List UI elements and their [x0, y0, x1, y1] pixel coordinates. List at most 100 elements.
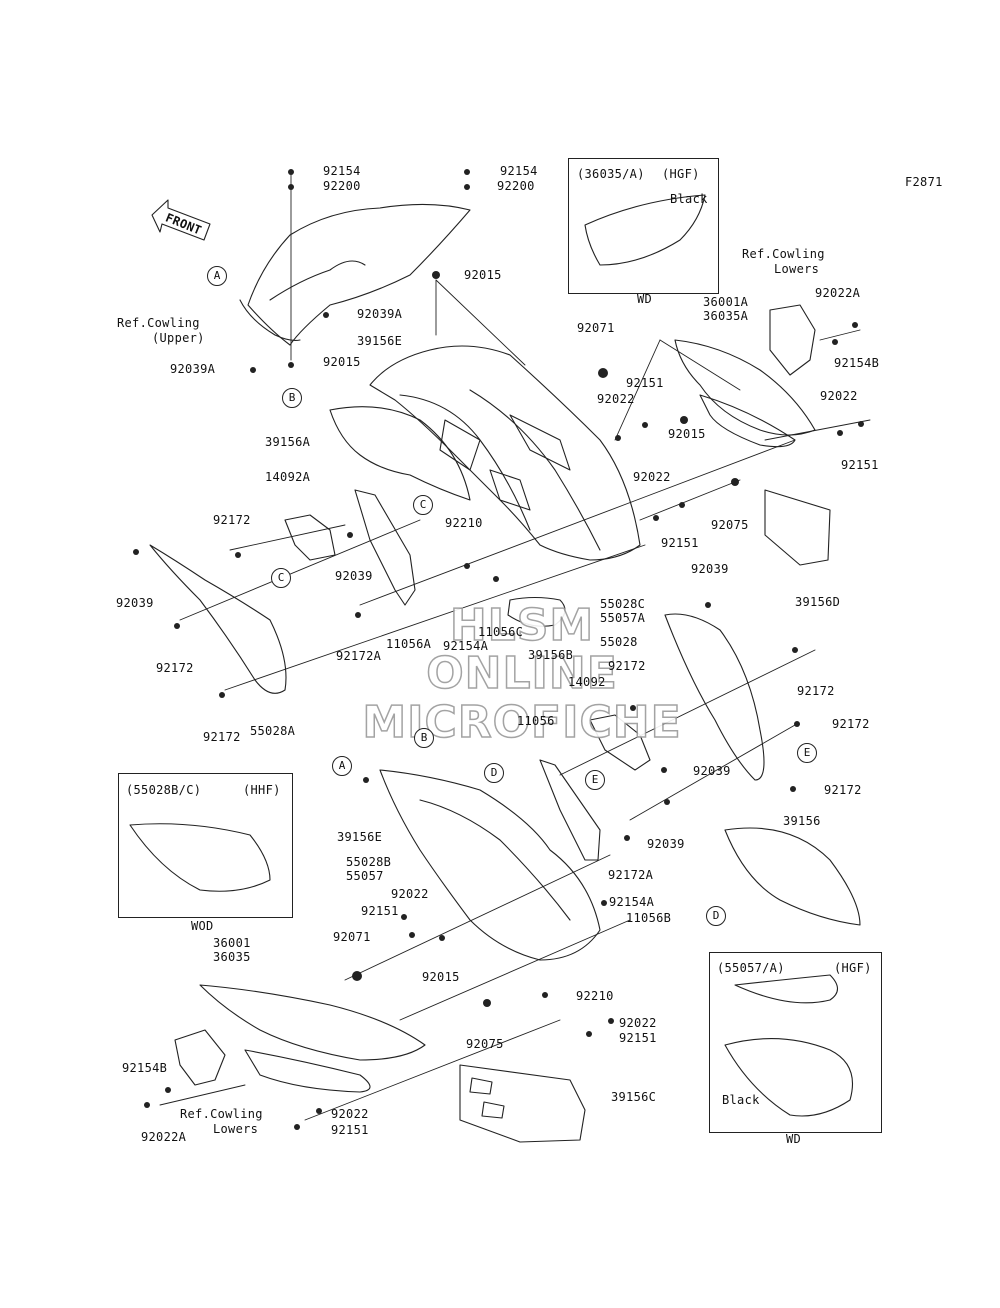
- part-label: 92071: [333, 930, 371, 944]
- ref-cowling-upper-line1: Ref.Cowling: [117, 316, 200, 330]
- part-label: 92022: [820, 389, 858, 403]
- side-piece: [354, 489, 416, 606]
- part-label: 39156E: [337, 830, 383, 844]
- panel-39156d: [764, 489, 831, 566]
- part-label: 92022: [331, 1107, 369, 1121]
- part-label: 92151: [661, 536, 699, 550]
- part-label: 11056: [517, 714, 555, 728]
- part-label: 11056C: [478, 625, 524, 639]
- part-label: 92039: [693, 764, 731, 778]
- inset-footer: WD: [637, 292, 653, 306]
- part-label: 92172: [832, 717, 870, 731]
- side-fairing-36001: [199, 984, 426, 1061]
- panel-39156c: [459, 1064, 586, 1143]
- part-label: 92154B: [834, 356, 880, 370]
- side-fairing-36001a: [674, 339, 816, 436]
- part-label: 92039: [335, 569, 373, 583]
- part-label: 92154A: [609, 895, 655, 909]
- part-label: 39156D: [795, 595, 841, 609]
- side-cowl-55028a: [149, 544, 287, 694]
- bracket-14092a: [284, 514, 336, 561]
- part-label: 92172: [797, 684, 835, 698]
- part-label: 39156E: [357, 334, 403, 348]
- part-label: 92200: [497, 179, 535, 193]
- inset-code: (36035/A): [577, 167, 645, 181]
- part-label: 92154: [323, 164, 361, 178]
- watermark-line-1: HLSM: [449, 599, 595, 652]
- part-label: 55028C: [600, 597, 646, 611]
- lower-cowl-55028b: [379, 769, 601, 961]
- part-label: 92172: [213, 513, 251, 527]
- part-label: 92172A: [608, 868, 654, 882]
- part-label: 39156A: [265, 435, 311, 449]
- part-label: 92039: [116, 596, 154, 610]
- inset-footer: WD: [786, 1132, 802, 1146]
- part-label: 92154A: [443, 639, 489, 653]
- inset-variant: (HGF): [834, 961, 872, 975]
- part-label: 55028A: [250, 724, 296, 738]
- part-label: 92151: [626, 376, 664, 390]
- callout-a: A: [207, 266, 227, 286]
- part-label: 92172: [608, 659, 646, 673]
- part-label: 39156: [783, 814, 821, 828]
- inset-footer: WOD: [191, 919, 214, 933]
- part-label: 92039A: [170, 362, 216, 376]
- part-label: 92200: [323, 179, 361, 193]
- part-label: 36001: [213, 936, 251, 950]
- inset-hhf: [118, 773, 293, 918]
- watermark-line-2: ONLINE: [425, 647, 618, 700]
- inner-cover-39156a: [329, 406, 471, 501]
- inset-note: Black: [722, 1093, 760, 1107]
- inset-variant: (HGF): [662, 167, 700, 181]
- upper-cowling-inner: [247, 203, 471, 346]
- bracket-14092: [589, 714, 651, 771]
- callout-b: B: [282, 388, 302, 408]
- part-label: 39156B: [528, 648, 574, 662]
- ref-cowling-lowers-bottom-line1: Ref.Cowling: [180, 1107, 263, 1121]
- part-label: 92015: [464, 268, 502, 282]
- part-label: 55028: [600, 635, 638, 649]
- ref-cowling-lowers-top-line2: Lowers: [774, 262, 820, 276]
- part-label: 11056B: [626, 911, 672, 925]
- inset-code: (55028B/C): [126, 783, 202, 797]
- callout-d-2: D: [706, 906, 726, 926]
- part-label: 55028B: [346, 855, 392, 869]
- inset-variant: (HHF): [243, 783, 281, 797]
- cover-39156b: [507, 596, 566, 627]
- callout-c: C: [413, 495, 433, 515]
- part-label: 11056A: [386, 637, 432, 651]
- part-label: 92172: [824, 783, 862, 797]
- callout-b-2: B: [414, 728, 434, 748]
- ref-cowling-lowers-bottom-line2: Lowers: [213, 1122, 259, 1136]
- part-label: 92022: [597, 392, 635, 406]
- ref-cowling-lowers-top-line1: Ref.Cowling: [742, 247, 825, 261]
- callout-e: E: [585, 770, 605, 790]
- part-label: 92015: [323, 355, 361, 369]
- part-label: 92172: [203, 730, 241, 744]
- strip-11056: [539, 759, 601, 861]
- part-label: 92075: [466, 1037, 504, 1051]
- callout-a-2: A: [332, 756, 352, 776]
- part-label: 92039: [647, 837, 685, 851]
- part-label: 14092: [568, 675, 606, 689]
- lower-cowl-55028: [664, 613, 765, 781]
- part-label: 92022: [619, 1016, 657, 1030]
- part-label: 92075: [711, 518, 749, 532]
- part-label: 92039: [691, 562, 729, 576]
- part-label: 92151: [361, 904, 399, 918]
- inset-hgf-bottom: [709, 952, 882, 1133]
- part-label: 92172: [156, 661, 194, 675]
- part-label: 92022: [391, 887, 429, 901]
- part-label: 92172A: [336, 649, 382, 663]
- part-label: 92022A: [815, 286, 861, 300]
- part-label: 55057A: [600, 611, 646, 625]
- part-label: 92022: [633, 470, 671, 484]
- part-label: 36035A: [703, 309, 749, 323]
- part-label: 92154: [500, 164, 538, 178]
- part-label: 39156C: [611, 1090, 657, 1104]
- callout-d: D: [484, 763, 504, 783]
- part-label: 92151: [331, 1123, 369, 1137]
- part-label: 92022A: [141, 1130, 187, 1144]
- part-label: 92210: [445, 516, 483, 530]
